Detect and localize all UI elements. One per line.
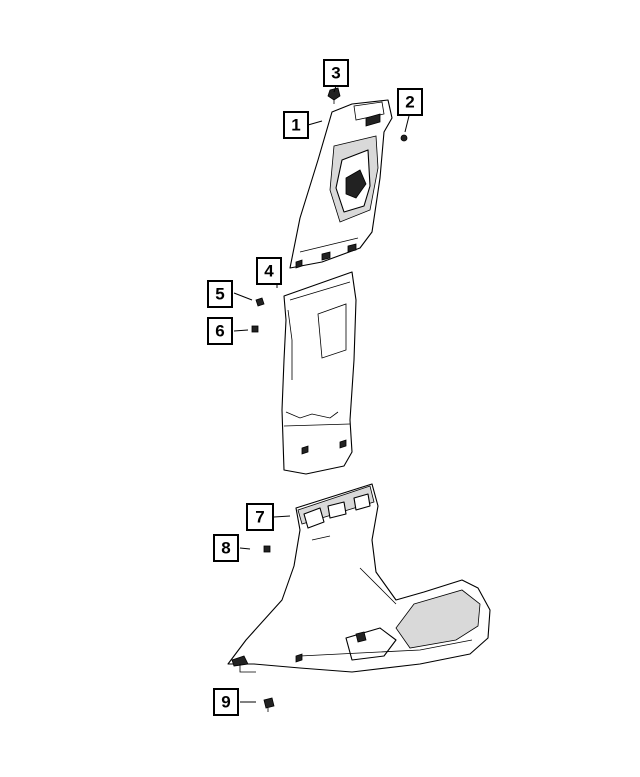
callout-5: 5 [207,280,233,308]
callout-9-label: 9 [221,693,230,712]
leader-lines [233,85,410,703]
callout-2-label: 2 [405,93,414,112]
callout-2: 2 [397,88,423,116]
clip-8 [263,545,271,553]
callout-1: 1 [283,111,309,139]
lower-quarter-trim [227,483,491,673]
callout-7-label: 7 [255,508,264,527]
callout-6: 6 [207,317,233,345]
callout-3-label: 3 [331,64,340,83]
clip-2 [400,134,408,142]
callout-7: 7 [246,503,274,531]
center-pillar-trim [281,271,357,475]
callout-6-label: 6 [215,322,224,341]
callout-8: 8 [213,534,239,562]
callout-4: 4 [256,257,282,285]
callout-3: 3 [323,59,349,87]
clip-5 [255,297,265,307]
callout-1-label: 1 [291,116,300,135]
clip-9 [263,697,275,712]
callout-5-label: 5 [215,285,224,304]
upper-pillar-trim [289,99,393,269]
clip-6 [251,325,259,333]
fastener-3 [327,87,341,104]
callout-9: 9 [213,688,239,716]
callout-8-label: 8 [221,539,230,558]
callout-4-label: 4 [264,262,274,281]
